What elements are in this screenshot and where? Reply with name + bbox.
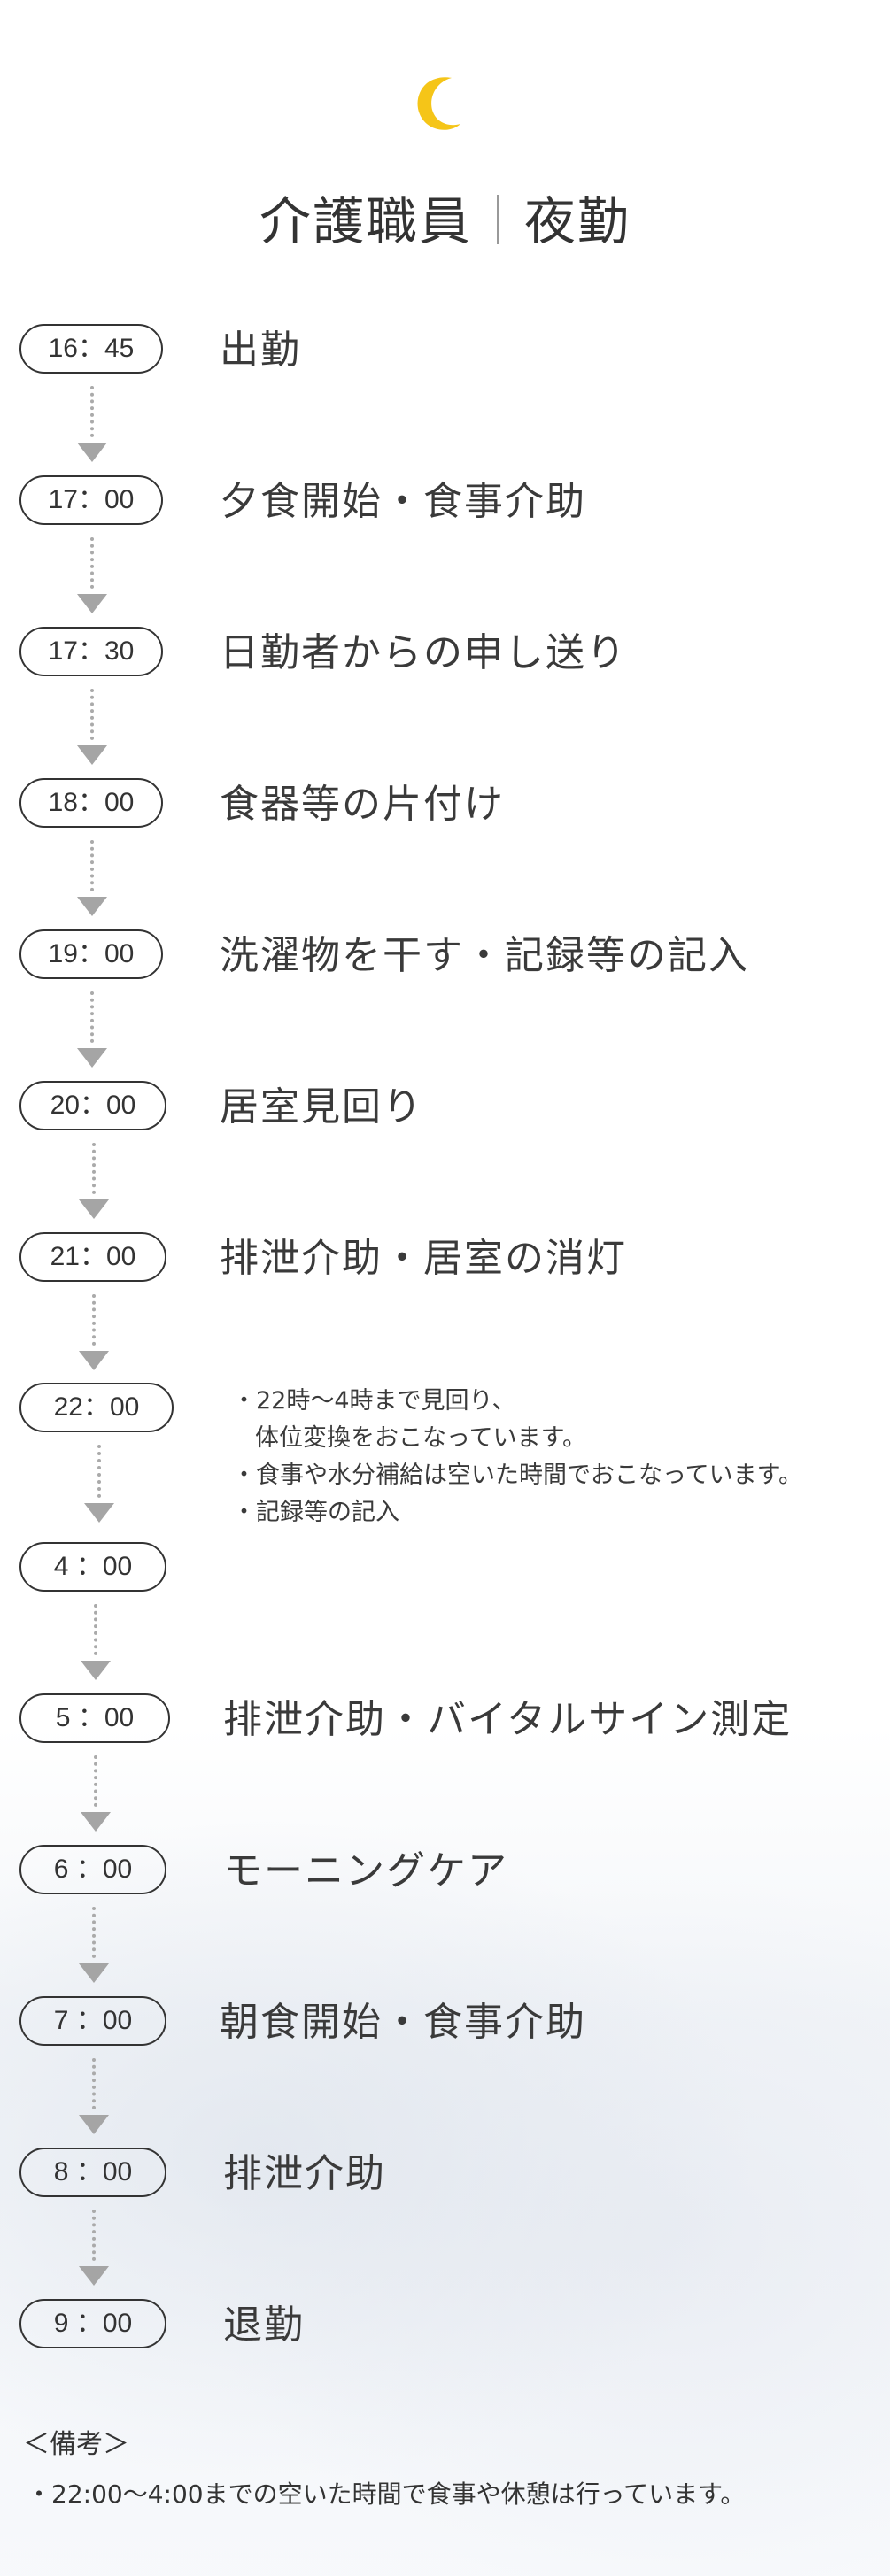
schedule-label: 日勤者からの申し送り xyxy=(220,630,627,675)
remarks-text: ・22:00〜4:00までの空いた時間で食事や休憩は行っています。 xyxy=(27,2480,746,2509)
schedule-label: モーニングケア xyxy=(223,1848,508,1893)
down-arrow-icon xyxy=(79,1351,109,1370)
time-pill: 9 ：00 xyxy=(19,2299,166,2348)
time-pill: 16：45 xyxy=(19,324,163,374)
time-pill: 5 ：00 xyxy=(19,1693,170,1743)
down-arrow-icon xyxy=(79,1199,109,1219)
down-arrow-icon xyxy=(81,1661,111,1680)
note-line: 体位変換をおこなっています。 xyxy=(255,1424,586,1452)
night-notes: ・22時〜4時まで見回り、 体位変換をおこなっています。 ・食事や水分補給は空い… xyxy=(232,1383,802,1531)
note-line: ・食事や水分補給は空いた時間でおこなっています。 xyxy=(232,1462,802,1489)
schedule-label: 退勤 xyxy=(223,2302,305,2348)
down-arrow-icon xyxy=(77,1048,107,1068)
time-pill: 17：30 xyxy=(19,627,163,676)
title-separator xyxy=(497,194,499,244)
schedule-label: 食器等の片付け xyxy=(220,782,505,827)
time-pill: 21：00 xyxy=(19,1232,166,1282)
time-pill: 4 ：00 xyxy=(19,1542,166,1592)
down-arrow-icon xyxy=(77,745,107,765)
schedule-label: 排泄介助・バイタルサイン測定 xyxy=(223,1697,793,1742)
schedule-label: 排泄介助 xyxy=(223,2151,386,2196)
time-pill: 7 ：00 xyxy=(19,1996,166,2046)
schedule-label: 居室見回り xyxy=(220,1084,423,1130)
time-pill: 18：00 xyxy=(19,778,163,828)
down-arrow-icon xyxy=(79,1963,109,1983)
down-arrow-icon xyxy=(79,2115,109,2134)
down-arrow-icon xyxy=(77,897,107,916)
down-arrow-icon xyxy=(77,443,107,462)
schedule-label: 洗濯物を干す・記録等の記入 xyxy=(220,933,749,978)
note-line: ・22時〜4時まで見回り、 xyxy=(232,1387,516,1415)
title-shift: 夜勤 xyxy=(524,191,631,251)
schedule-label: 排泄介助・居室の消灯 xyxy=(220,1236,627,1281)
page-title: 介護職員夜勤 xyxy=(0,186,890,257)
note-line: ・記録等の記入 xyxy=(232,1499,399,1526)
down-arrow-icon xyxy=(84,1503,114,1523)
down-arrow-icon xyxy=(79,2266,109,2286)
down-arrow-icon xyxy=(81,1812,111,1832)
crescent-moon-icon xyxy=(417,77,460,130)
time-pill: 17：00 xyxy=(19,475,163,525)
remarks-title: ＜備考＞ xyxy=(23,2429,129,2460)
time-pill: 19：00 xyxy=(19,929,163,979)
down-arrow-icon xyxy=(77,594,107,613)
time-pill: 20：00 xyxy=(19,1081,166,1130)
schedule-label: 出勤 xyxy=(220,328,301,373)
time-pill: 6 ：00 xyxy=(19,1845,166,1894)
time-pill: 22：00 xyxy=(19,1383,174,1432)
time-pill: 8 ：00 xyxy=(19,2148,166,2197)
title-role: 介護職員 xyxy=(259,191,472,251)
schedule-label: 夕食開始・食事介助 xyxy=(220,479,586,524)
schedule-label: 朝食開始・食事介助 xyxy=(220,2000,586,2045)
